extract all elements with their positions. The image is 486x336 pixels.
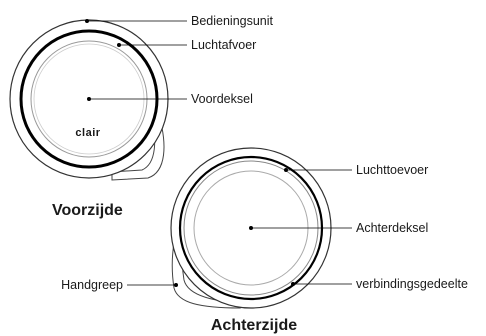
front-caption: Voorzijde xyxy=(52,202,123,219)
label-connector: verbindingsgedeelte xyxy=(356,277,468,291)
label-air-intake: Luchttoevoer xyxy=(356,163,428,177)
front-view: clair Bedieningsunit Luchtafvoer Voordek… xyxy=(9,14,274,219)
back-view: Luchttoevoer Achterdeksel Handgreep verb… xyxy=(61,147,468,334)
label-back-cover: Achterdeksel xyxy=(356,221,428,235)
back-caption: Achterzijde xyxy=(211,317,297,334)
label-control-unit: Bedieningsunit xyxy=(191,14,274,28)
label-front-cover: Voordeksel xyxy=(191,92,253,106)
label-air-outlet: Luchtafvoer xyxy=(191,38,256,52)
label-handle: Handgreep xyxy=(61,278,123,292)
brand-logo: clair xyxy=(75,127,100,139)
